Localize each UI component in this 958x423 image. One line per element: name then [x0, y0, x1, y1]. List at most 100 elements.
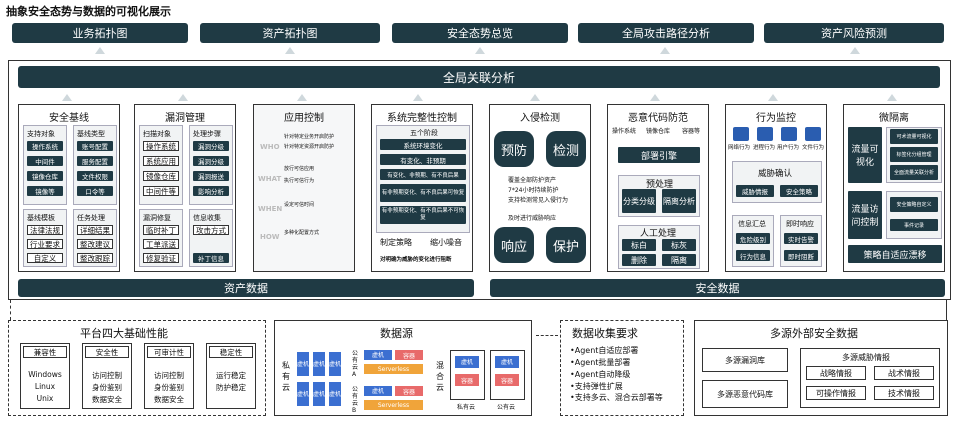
platform-col [206, 343, 256, 409]
collect-item: •Agent自动降级 [570, 370, 631, 379]
visual-item: 可术流量可视化 [890, 129, 938, 144]
arrow-up [297, 94, 307, 101]
policy-drift: 策略自适应漂移 [848, 245, 942, 263]
arrow-up [850, 47, 860, 54]
external-title: 多源外部安全数据 [770, 327, 858, 340]
arrow-up [650, 94, 660, 101]
visual-item: 标签化分组管理 [890, 147, 938, 162]
dash-arrow [536, 335, 558, 336]
collect-title: 数据收集要求 [572, 327, 638, 340]
tag: 镜像仓库 [27, 171, 63, 181]
stage-label: 五个阶段 [410, 129, 438, 137]
intrusion-point: 及时进行威胁响应 [508, 215, 557, 222]
vm-box: 虚机 [297, 382, 309, 406]
vm-box: 虚机 [329, 352, 341, 376]
platform-col-line: Unix [36, 394, 54, 403]
network-icon [733, 127, 749, 141]
resp-item: 即时阻断 [784, 250, 818, 261]
app-item: 放行可信应用 [284, 166, 315, 172]
stage-item: 有变化、非预期、有不良后果 [380, 169, 466, 180]
arrow-up [285, 47, 295, 54]
icon-label: 网络行为 [728, 145, 751, 151]
file-icon [805, 127, 821, 141]
tab-asset-risk[interactable]: 资产风险预测 [764, 23, 944, 43]
panel-behavior: 行为监控 网络行为 进程行为 用户行为 文件行为 威胁确认 威胁情报 安全策略 … [725, 104, 827, 272]
collect-item: •Agent批量部署 [570, 358, 631, 367]
tab-security-overview[interactable]: 安全态势总览 [392, 23, 568, 43]
platform-col-head: 稳定性 [209, 346, 253, 358]
external-box [694, 320, 948, 416]
arrow-up [95, 47, 105, 54]
stage-item: 有非预期变化、有不良后果不可恢复 [380, 206, 466, 224]
intrusion-point: 支持检测常见入侵行为 [508, 197, 569, 204]
collect-box [560, 320, 684, 416]
hybrid-private [450, 350, 485, 400]
platform-col-head: 安全性 [85, 346, 129, 358]
vm-box: 虚机 [455, 356, 479, 368]
tag: 账号配置 [77, 141, 113, 151]
tag: 中间件 [27, 156, 63, 166]
vm-box: 虚机 [313, 382, 325, 406]
pre-item: 分类分级 [622, 189, 656, 213]
platform-col-line: 数据安全 [92, 395, 122, 404]
container-box: 容器 [455, 374, 479, 386]
page-title: 抽象安全态势与数据的可视化展示 [6, 5, 171, 18]
manual-label: 人工处理 [640, 229, 677, 239]
respond-circle: 响应 [494, 227, 534, 263]
platform-box [8, 320, 266, 416]
access-item: 安全策略自定义 [890, 197, 938, 212]
panel-title: 恶意代码防范 [628, 113, 688, 124]
datasource-box [274, 320, 532, 416]
panel-title: 漏洞管理 [165, 113, 205, 124]
step-when: WHEN [258, 205, 283, 213]
intrusion-point: 7*24小时持续防护 [508, 187, 559, 194]
stage-item: 有非预期变化、有不良后果可恢复 [380, 184, 466, 202]
access-item: 事件记录 [890, 219, 938, 231]
serverless-box: Serverless [364, 400, 423, 410]
hybrid-public [490, 350, 525, 400]
platform-col [82, 343, 132, 409]
intel-item: 战术情报 [874, 366, 934, 380]
tag: 临时补丁 [143, 225, 179, 235]
connector-line [946, 300, 947, 320]
asset-data-bar: 资产数据 [18, 279, 474, 297]
col-head: 支持对象 [27, 130, 55, 138]
arrow-up [475, 47, 485, 54]
manual-item: 标白 [622, 239, 656, 251]
tag: 工单派送 [143, 239, 179, 249]
tag: 补丁信息 [193, 253, 229, 263]
intel-item: 战略情报 [806, 366, 866, 380]
platform-col-line: 运行稳定 [216, 371, 246, 380]
connector-line [10, 300, 11, 320]
tab-asset-topology[interactable]: 资产拓扑图 [200, 23, 380, 43]
step-who: WHO [260, 143, 280, 151]
icon-label: 文件行为 [802, 145, 825, 151]
manual-item: 删除 [622, 254, 656, 266]
platform-col-line: 访问控制 [154, 371, 184, 380]
panel-baseline: 安全基线 支持对象 操作系统 中间件 镜像仓库 镜像等 基线类型 账号配置 服务… [18, 104, 120, 272]
platform-col-line: 身份鉴别 [92, 383, 122, 392]
container-box: 容器 [395, 350, 423, 360]
icon-label: 用户行为 [777, 145, 800, 151]
intel-title: 多源威胁情报 [842, 353, 890, 362]
platform-col-head: 可审计性 [147, 346, 191, 358]
col-head: 漏洞修复 [143, 214, 171, 222]
stage-item: 系统环境变化 [380, 139, 466, 150]
intel-item: 可操作情报 [806, 386, 866, 400]
tab-attack-path[interactable]: 全局攻击路径分析 [578, 23, 754, 43]
arrow-up [660, 47, 670, 54]
icon-label: 进程行为 [753, 145, 776, 151]
security-data-bar: 安全数据 [490, 279, 945, 297]
panel-title: 安全基线 [49, 113, 89, 124]
collect-item: •支持多云、混合云部署等 [570, 393, 663, 402]
confirm-item: 安全策略 [780, 185, 818, 197]
arrow-up [178, 94, 188, 101]
stage-item: 有变化、非预期 [380, 154, 466, 165]
tab-business-topology[interactable]: 业务拓扑图 [12, 23, 188, 43]
app-item: 设定可信时间 [284, 202, 315, 208]
prevent-circle: 预防 [494, 131, 534, 167]
panel-title: 系统完整性控制 [387, 113, 457, 124]
collect-item: •Agent自适应部署 [570, 346, 639, 355]
tag: 镜像等 [27, 186, 63, 196]
step-how: HOW [260, 233, 280, 241]
